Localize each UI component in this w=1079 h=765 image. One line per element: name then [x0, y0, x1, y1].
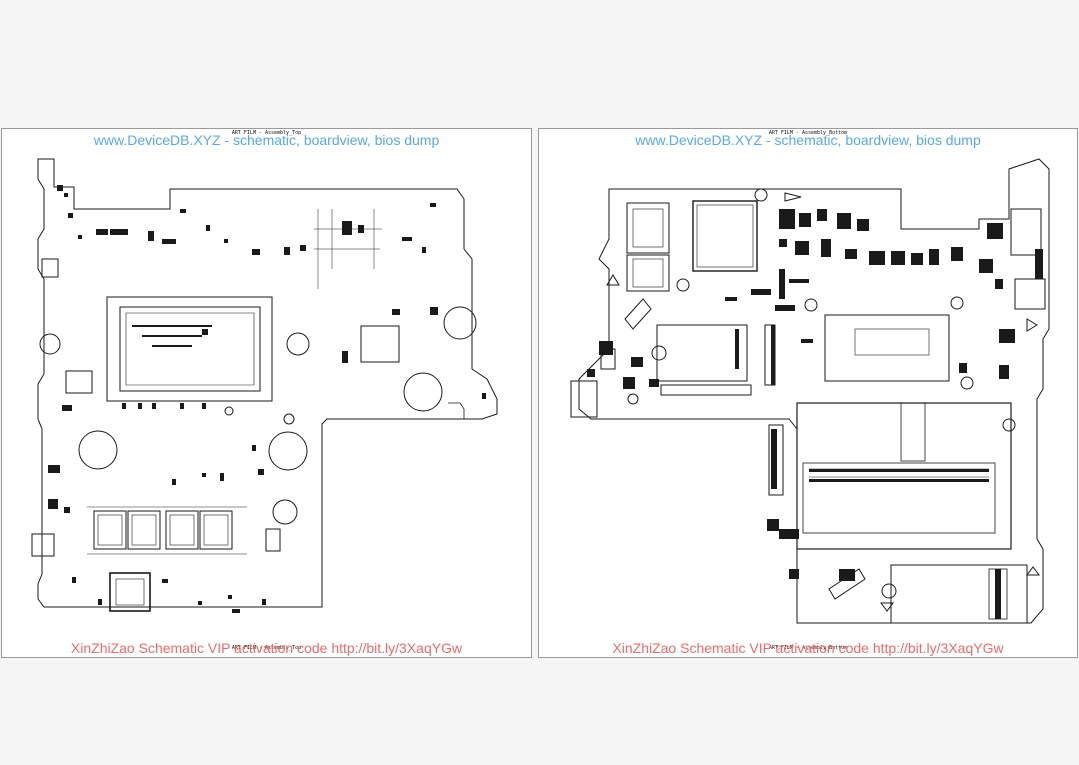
memory-chip-area: [656, 324, 748, 382]
mount-hole: [272, 499, 298, 525]
sodimm-slot: [796, 402, 1012, 550]
connector: [660, 384, 752, 396]
mount-hole: [950, 296, 964, 310]
film-label-top: ART FILM - Assembly_Top: [231, 130, 302, 136]
mem-chip: [93, 510, 127, 550]
mount-hole: [39, 333, 61, 355]
inductor: [626, 202, 670, 254]
mem-chip: [127, 510, 161, 550]
mem-chip: [199, 510, 233, 550]
connector: [768, 424, 784, 496]
watermark-bottom-link[interactable]: XinZhiZao Schematic VIP activation code …: [612, 640, 1004, 656]
watermark-top-link[interactable]: www.DeviceDB.XYZ - schematic, boardview,…: [93, 132, 440, 148]
cpu-socket-outline: [106, 296, 273, 402]
mount-hole: [804, 298, 818, 312]
assembly-bottom-panel: ART FILM - Assembly_Bottom www.DeviceDB.…: [538, 128, 1078, 658]
watermark-top-link[interactable]: www.DeviceDB.XYZ - schematic, boardview,…: [635, 132, 981, 148]
mount-hole: [754, 188, 768, 202]
film-label-bottom: ART FILM - Assembly_Top: [231, 645, 302, 651]
connector: [1010, 208, 1042, 256]
cpu-package: [692, 200, 758, 272]
film-label-bottom: ART FILM - Assembly_Bottom: [768, 645, 848, 651]
board-outline: [37, 158, 498, 608]
film-label-top: ART FILM - Assembly_Bottom: [768, 130, 848, 136]
assembly-bottom-board-drawing: [570, 158, 1050, 624]
mount-hole: [627, 393, 639, 405]
mount-hole: [286, 332, 310, 356]
pch-chip: [360, 325, 400, 363]
board-outline: [578, 158, 1050, 624]
mount-hole: [881, 583, 897, 599]
ram-module-chip: [824, 314, 950, 382]
mount-hole: [268, 431, 308, 471]
mount-hole: [443, 306, 477, 340]
mount-hole: [403, 372, 443, 412]
mount-hole: [651, 345, 667, 361]
mount-hole: [1002, 418, 1016, 432]
assembly-top-panel: ART FILM - Assembly_Top www.DeviceDB.XYZ…: [1, 128, 532, 658]
m2-slot: [890, 564, 1028, 624]
mount-hole: [78, 430, 118, 470]
inductor: [626, 254, 670, 292]
assembly-top-board-drawing: [31, 158, 498, 613]
mem-chip: [165, 510, 199, 550]
connector: [1014, 278, 1046, 310]
watermark-bottom-link[interactable]: XinZhiZao Schematic VIP activation code …: [70, 640, 463, 656]
mount-hole: [676, 278, 690, 292]
mount-hole: [960, 376, 974, 390]
ec-chip: [109, 572, 151, 612]
